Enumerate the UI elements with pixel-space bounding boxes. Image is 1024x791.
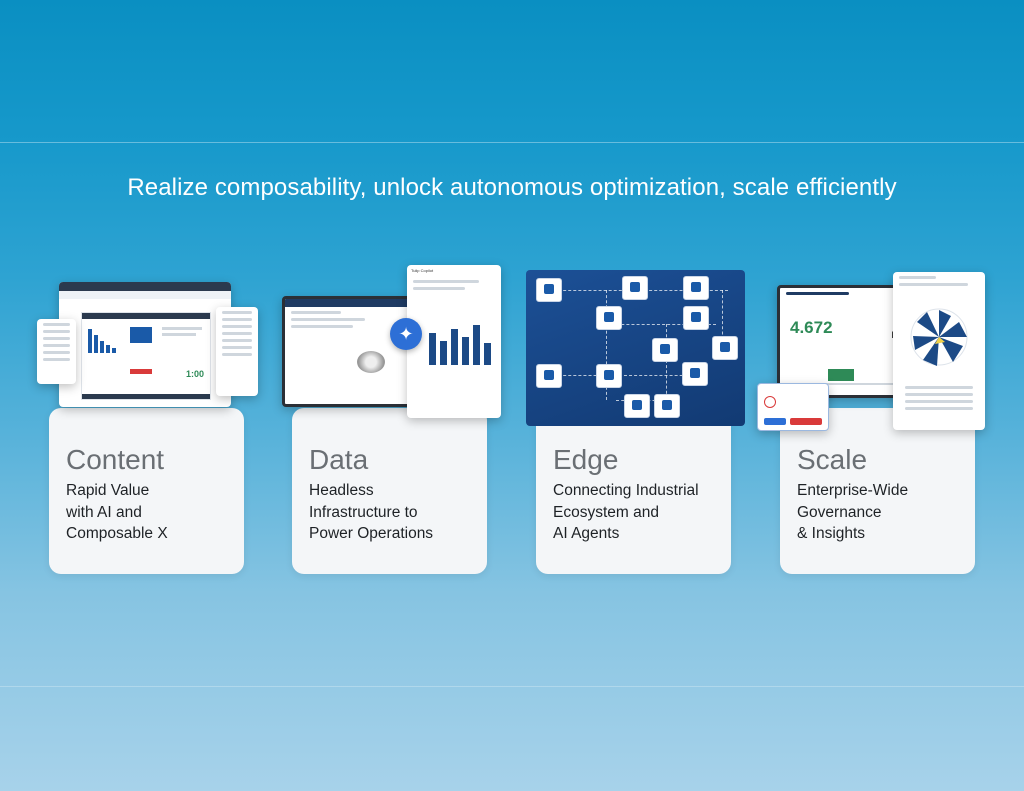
card-scale[interactable]: Scale Enterprise-Wide Governance & Insig… (780, 408, 975, 574)
copilot-chat-screenshot: Tulip Copilot (407, 265, 501, 418)
card-description: Rapid Value with AI and Composable X (66, 482, 168, 542)
card-data[interactable]: Data Headless Infrastructure to Power Op… (292, 408, 487, 574)
page-headline: Realize composability, unlock autonomous… (127, 174, 897, 201)
copilot-bar-chart (429, 325, 491, 365)
card-title: Data (309, 444, 369, 475)
top-divider (0, 142, 1024, 143)
alert-dialog (757, 383, 829, 431)
copilot-title: Tulip Copilot (411, 268, 434, 273)
bottom-divider (0, 686, 1024, 687)
content-app-screenshot: 1:00 (59, 282, 231, 407)
alert-icon (764, 396, 776, 408)
scale-report-screenshot (893, 272, 985, 430)
timer-readout: 1:00 (185, 369, 204, 379)
big-value: 4.672 (790, 318, 833, 337)
edge-network-diagram (526, 270, 745, 426)
card-description: Connecting Industrial Ecosystem and AI A… (553, 482, 699, 542)
content-side-panel-right (216, 307, 258, 396)
content-side-panel-left (37, 319, 76, 384)
card-title: Scale (797, 444, 868, 475)
card-title: Content (66, 444, 165, 475)
card-edge[interactable]: Edge Connecting Industrial Ecosystem and… (536, 408, 731, 574)
card-content[interactable]: Content Rapid Value with AI and Composab… (49, 408, 244, 574)
card-title: Edge (553, 444, 619, 475)
radar-chart (910, 308, 968, 366)
content-mini-chart (88, 327, 202, 374)
card-description: Headless Infrastructure to Power Operati… (309, 482, 434, 542)
scale-tablet-screenshot: 4.672 kg (777, 285, 909, 398)
sparkle-icon: ✦ (390, 318, 422, 350)
data-tablet-screenshot (282, 296, 412, 407)
card-description: Enterprise-Wide Governance & Insights (797, 482, 909, 542)
